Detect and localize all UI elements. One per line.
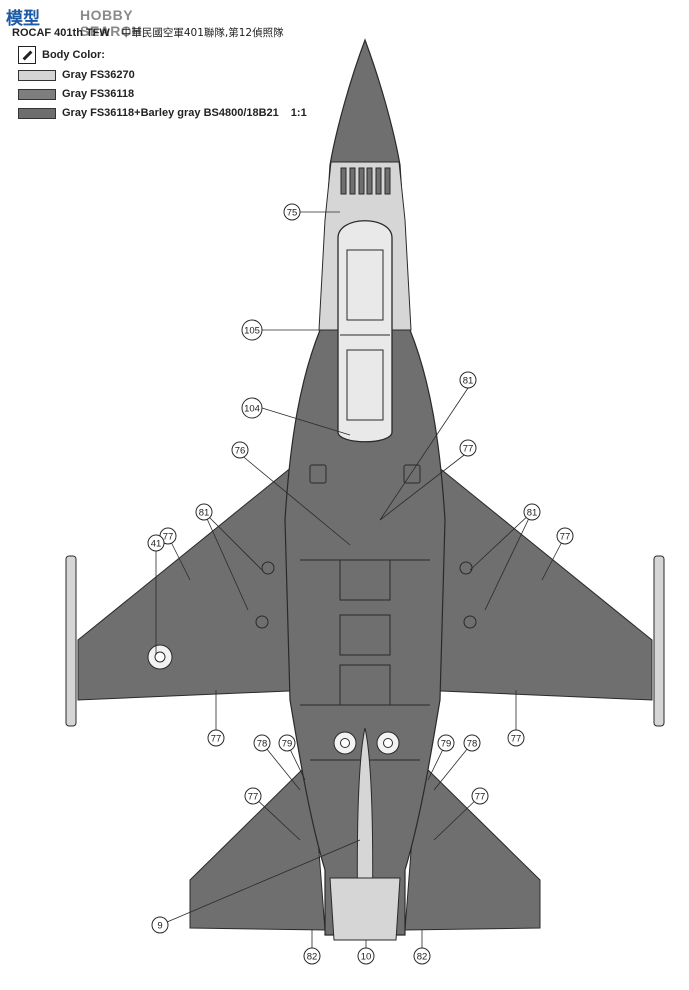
right-stabilizer [404,758,541,931]
right-wingtip-rail [653,555,665,727]
callout-75: 75 [283,203,301,221]
title-prefix: ROCAF [12,27,52,39]
title-unit: 401th TFW [54,27,110,39]
callout-77-right-wing: 77 [556,527,574,545]
callout-77-left-stab: 77 [244,787,262,805]
callout-79-right: 79 [437,734,455,752]
svg-text:76: 76 [235,446,246,457]
callout-41: 41 [147,534,165,552]
legend-heading: Body Color: [18,46,105,64]
svg-text:77: 77 [463,444,474,455]
logo-english-text: HOBBY SEARCH [80,7,143,39]
svg-text:77: 77 [163,532,174,543]
bay-upper-frame [346,249,384,321]
logo-chinese-text: 模型 [6,9,40,29]
callout-81-right: 81 [523,503,541,521]
swatch-medium-gray [18,88,56,100]
callout-10: 10 [357,947,375,965]
svg-text:9: 9 [157,921,162,932]
page-header: 模型 HOBBY SEARCH ROCAF 401th TFW 中華民國空軍40… [0,0,689,40]
panel-lines [300,464,430,761]
callout-81-center: 81 [459,371,477,389]
callout-9: 9 [151,916,169,934]
page-title: ROCAF 401th TFW 中華民國空軍401聯隊,第12偵照隊 [12,25,284,40]
legend-item-label: Gray FS36118 [62,88,135,100]
forward-bay-outline [337,220,393,443]
svg-text:78: 78 [467,739,478,750]
swatch-light-gray [18,69,56,81]
bay-lower-frame [346,349,384,421]
callout-79-left: 79 [278,734,296,752]
engine-exhaust [329,877,401,941]
svg-text:79: 79 [282,739,293,750]
svg-text:81: 81 [527,508,538,519]
callout-105: 105 [241,319,263,341]
svg-text:81: 81 [199,508,210,519]
svg-text:79: 79 [441,739,452,750]
svg-text:82: 82 [417,952,428,963]
callout-77-left-trailing: 77 [207,729,225,747]
left-wing [77,461,313,701]
callout-82-right: 82 [413,947,431,965]
svg-text:78: 78 [257,739,268,750]
callout-77-right-stab: 77 [471,787,489,805]
callout-77-center: 77 [459,439,477,457]
callout-81-left: 81 [195,503,213,521]
svg-text:77: 77 [511,734,522,745]
svg-text:77: 77 [560,532,571,543]
color-legend: Body Color: Gray FS36270 Gray FS36118 Gr… [18,46,348,122]
callout-78-left: 78 [253,734,271,752]
national-insignia [147,644,400,755]
nose-vents [340,167,391,195]
callout-82-left: 82 [303,947,321,965]
callout-104: 104 [241,397,263,419]
callout-76: 76 [231,441,249,459]
left-stabilizer [189,758,326,931]
svg-text:77: 77 [475,792,486,803]
legend-item-label: Gray FS36270 [62,69,135,81]
legend-item-fs36118-barley: Gray FS36118+Barley gray BS4800/18B21 1:… [18,105,307,121]
svg-text:77: 77 [248,792,259,803]
paintbrush-icon [18,46,36,64]
right-wing [417,461,653,701]
legend-heading-label: Body Color: [42,49,105,61]
svg-text:104: 104 [244,404,260,415]
watermark-logo: 模型 HOBBY SEARCH [6,4,166,39]
legend-item-fs36118: Gray FS36118 [18,86,134,102]
callout-leaders [155,211,566,956]
callout-77-right-trailing: 77 [507,729,525,747]
svg-text:77: 77 [211,734,222,745]
svg-text:82: 82 [307,952,318,963]
left-wingtip-rail [65,555,77,727]
svg-text:41: 41 [151,539,162,550]
svg-text:10: 10 [361,952,372,963]
svg-text:75: 75 [287,208,298,219]
title-chinese: 中華民國空軍401聯隊,第12偵照隊 [120,27,284,39]
legend-item-label: Gray FS36118+Barley gray BS4800/18B21 [62,107,279,119]
svg-text:81: 81 [463,376,474,387]
svg-text:105: 105 [244,326,260,337]
scale-label: 1:1 [290,107,307,119]
legend-item-fs36270: Gray FS36270 [18,67,135,83]
callout-78-right: 78 [463,734,481,752]
swatch-dark-gray [18,107,56,119]
